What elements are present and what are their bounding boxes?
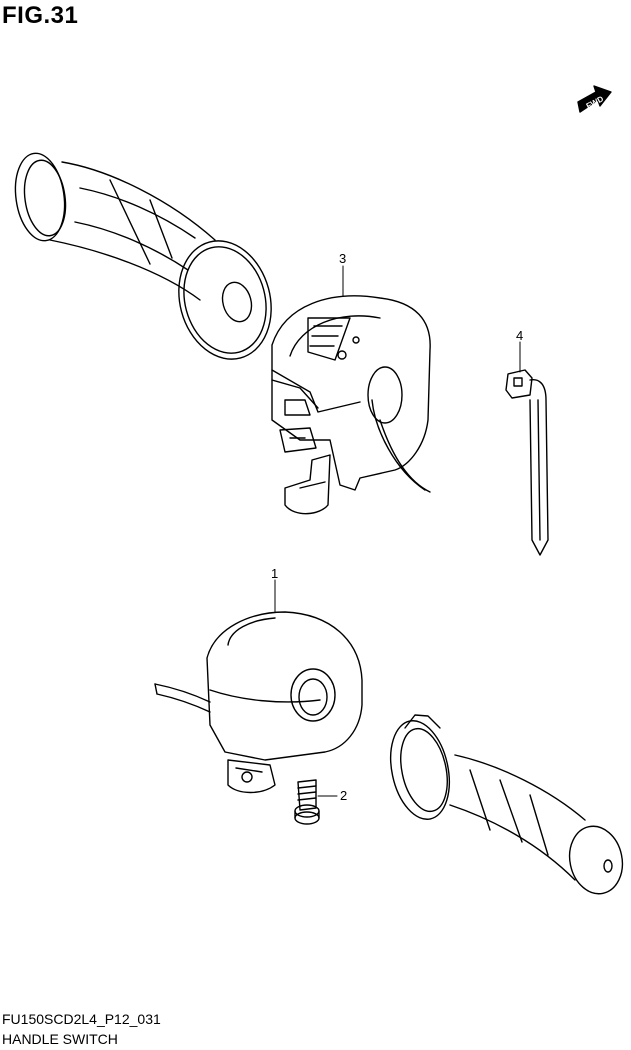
callout-3: 3 (339, 251, 346, 297)
screw (294, 779, 320, 825)
figure-title: FIG.31 (2, 2, 79, 29)
cable-tie (505, 369, 549, 556)
right-handle-switch-assembly (154, 611, 363, 794)
fwd-arrow-icon: FWD (577, 85, 612, 113)
callout-1-number: 1 (271, 566, 278, 581)
callout-3-number: 3 (339, 251, 346, 266)
callout-4: 4 (516, 328, 523, 373)
left-handle-switch-assembly (271, 295, 431, 515)
diagram-code: FU150SCD2L4_P12_031 (2, 1011, 161, 1027)
footer: FU150SCD2L4_P12_031 HANDLE SWITCH (2, 1009, 161, 1049)
left-handlebar-grip (14, 152, 272, 360)
callout-1: 1 (271, 566, 278, 613)
callout-2: 2 (317, 788, 347, 803)
callout-4-number: 4 (516, 328, 523, 343)
right-handlebar-grip (390, 714, 624, 895)
callout-2-number: 2 (340, 788, 347, 803)
diagram-caption: HANDLE SWITCH (2, 1031, 118, 1047)
